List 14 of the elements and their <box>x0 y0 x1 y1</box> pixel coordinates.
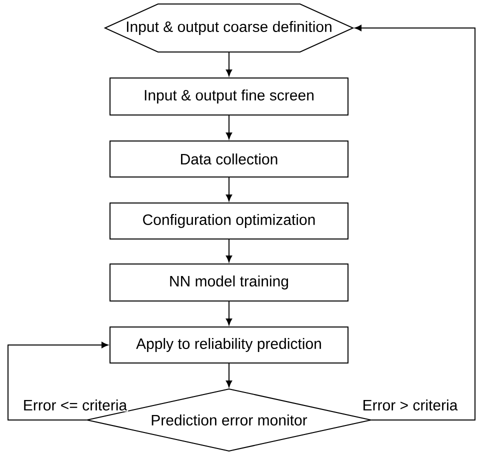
arrow <box>226 239 232 262</box>
process-box: Apply to reliability prediction <box>110 326 348 364</box>
arrow <box>226 52 232 76</box>
arrow <box>226 363 232 388</box>
arrow <box>226 177 232 202</box>
arrow <box>226 301 232 326</box>
process-box: Data collection <box>110 140 348 178</box>
process-box: Input & output fine screen <box>110 78 348 116</box>
arrow <box>226 115 232 140</box>
edge-label: Error <= criteria <box>22 398 128 412</box>
arrow <box>354 24 476 420</box>
arrow <box>8 342 108 420</box>
process-box: NN model training <box>110 264 348 302</box>
process-box: Configuration optimization <box>110 202 348 240</box>
